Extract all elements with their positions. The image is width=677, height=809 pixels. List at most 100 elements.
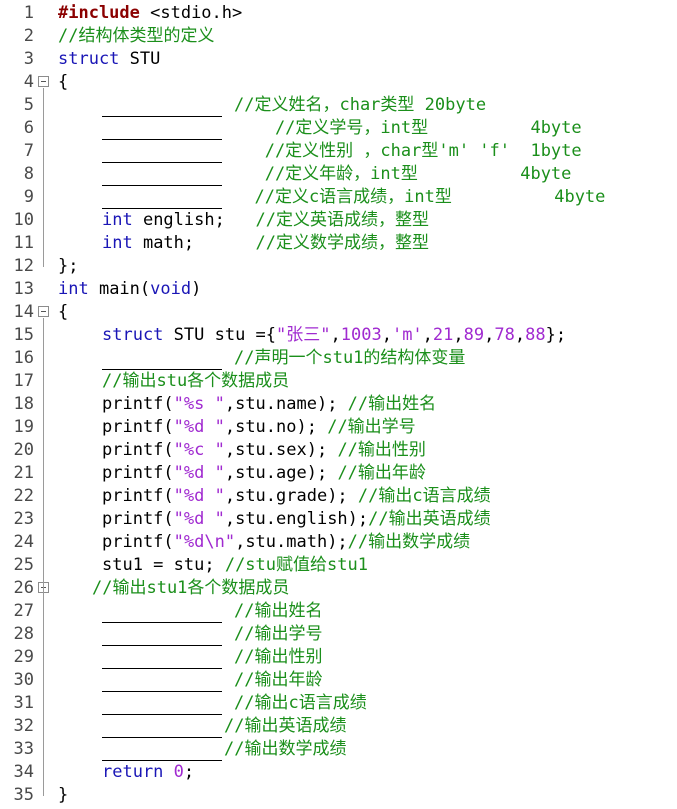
code-text: //输出姓名 <box>102 600 322 623</box>
line-number: 23 <box>13 509 34 529</box>
string-token: "%d " <box>173 417 225 437</box>
code-line[interactable]: 35} <box>0 784 677 807</box>
line-number: 9 <box>23 187 34 207</box>
code-token: ,stu.sex); <box>224 440 338 460</box>
fill-in-blank <box>102 697 222 715</box>
code-token: ,stu.math); <box>235 532 348 552</box>
code-line[interactable]: 14 { <box>0 301 677 324</box>
line-number: 33 <box>13 739 34 759</box>
number-token: 21 <box>432 325 454 345</box>
preprocessor-token: #include <box>58 3 140 23</box>
number-token: 0 <box>173 762 184 782</box>
line-number: 7 <box>23 141 34 161</box>
code-text: printf("%d ",stu.age); //输出年龄 <box>102 462 426 485</box>
code-line[interactable]: 12}; <box>0 255 677 278</box>
line-number: 35 <box>13 785 34 805</box>
string-token: "%d " <box>173 509 225 529</box>
code-line[interactable]: 4{ <box>0 71 677 94</box>
code-line[interactable]: 17//输出stu各个数据成员 <box>0 370 677 393</box>
code-token: , <box>484 325 495 345</box>
fold-guide <box>43 318 44 796</box>
code-token: main( <box>88 279 151 299</box>
code-text: //输出英语成绩 <box>102 715 346 738</box>
comment-token: //输出c语言成绩 <box>357 486 491 506</box>
fill-in-blank <box>102 743 222 761</box>
line-number: 27 <box>13 601 34 621</box>
code-line[interactable]: 31//输出c语言成绩 <box>0 692 677 715</box>
line-number: 6 <box>23 118 34 138</box>
line-number: 22 <box>13 486 34 506</box>
line-number: 30 <box>13 670 34 690</box>
code-line[interactable]: 26//输出stu1各个数据成员 <box>0 577 677 600</box>
code-token: ,stu.name); <box>224 394 348 414</box>
keyword-token: int <box>102 233 133 253</box>
comment-token: //输出姓名 <box>347 394 437 414</box>
code-token: , <box>330 325 341 345</box>
code-line[interactable]: 29//输出性别 <box>0 646 677 669</box>
fill-in-blank <box>102 191 222 209</box>
collapse-icon[interactable] <box>38 306 49 317</box>
code-token: printf( <box>102 509 174 529</box>
code-text: //定义学号，int型 4byte <box>102 117 582 140</box>
code-text: { <box>58 301 68 324</box>
code-text: printf("%d ",stu.no); //输出学号 <box>102 416 416 439</box>
code-token: }; <box>545 325 567 345</box>
code-line[interactable]: 32//输出英语成绩 <box>0 715 677 738</box>
comment-token: //定义年龄，int型 4byte <box>234 164 572 184</box>
code-text: }; <box>58 255 78 278</box>
code-line[interactable]: 27 //输出姓名 <box>0 600 677 623</box>
comment-token: //输出学号 <box>234 624 323 644</box>
fill-in-blank <box>102 720 222 738</box>
collapse-icon[interactable] <box>38 76 49 87</box>
code-line[interactable]: 8 //定义年龄，int型 4byte <box>0 163 677 186</box>
line-number: 25 <box>13 555 34 575</box>
code-line[interactable]: 30//输出年龄 <box>0 669 677 692</box>
code-token: , <box>514 325 526 345</box>
comment-token: //定义c语言成绩，int型 4byte <box>234 187 606 207</box>
fill-in-blank <box>102 628 222 646</box>
code-line[interactable]: 5//定义姓名，char类型 20byte <box>0 94 677 117</box>
line-number: 14 <box>13 302 34 322</box>
code-token: { <box>58 72 69 92</box>
code-line[interactable]: 9 //定义c语言成绩，int型 4byte <box>0 186 677 209</box>
code-line[interactable]: 18 printf("%s ",stu.name); //输出姓名 <box>0 393 677 416</box>
code-token: } <box>58 785 69 805</box>
code-token: STU <box>119 49 161 69</box>
code-line[interactable]: 1#include <stdio.h> <box>0 2 677 25</box>
comment-token: //定义学号，int型 4byte <box>234 118 582 138</box>
line-number: 26 <box>13 578 34 598</box>
code-text: printf("%c ",stu.sex); //输出性别 <box>102 439 426 462</box>
code-text: struct STU <box>58 48 160 71</box>
code-line[interactable]: 16//声明一个stu1的结构体变量 <box>0 347 677 370</box>
string-token: "%d\n" <box>173 532 236 552</box>
code-text: //定义年龄，int型 4byte <box>102 163 571 186</box>
comment-token: //输出性别 <box>337 440 426 460</box>
code-line[interactable]: 33//输出数学成绩 <box>0 738 677 761</box>
code-line[interactable]: 6 //定义学号，int型 4byte <box>0 117 677 140</box>
code-text: //定义姓名，char类型 20byte <box>102 94 486 117</box>
code-text: printf("%s ",stu.name); //输出姓名 <box>102 393 436 416</box>
code-text: struct STU stu ={"张三",1003,'m',21,89,78,… <box>102 324 566 347</box>
code-line[interactable]: 2//结构体类型的定义 <box>0 25 677 48</box>
code-token: <stdio.h> <box>139 3 243 23</box>
string-token: "%d " <box>173 463 225 483</box>
number-token: 88 <box>525 325 546 345</box>
code-line[interactable]: 28//输出学号 <box>0 623 677 646</box>
line-number: 2 <box>23 26 34 46</box>
code-line[interactable]: 7 //定义性别 ，char型'm' 'f' 1byte <box>0 140 677 163</box>
line-number: 18 <box>13 394 34 414</box>
